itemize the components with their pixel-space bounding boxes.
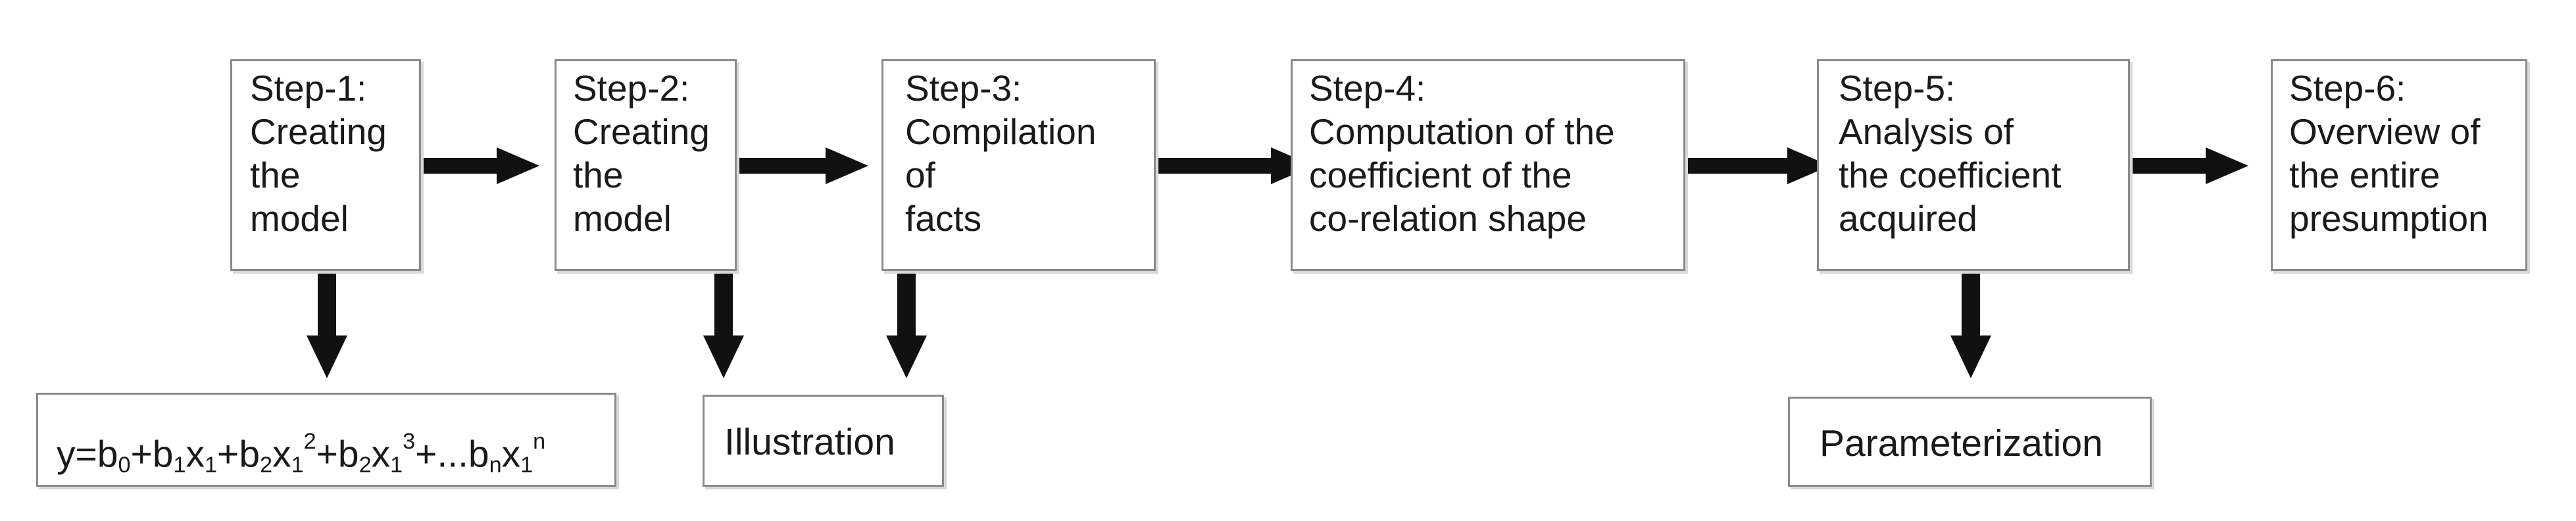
arrow-step5-parameterization: [1950, 273, 1991, 378]
step-6-line: presumption: [2289, 198, 2489, 239]
equation-term: x: [186, 433, 205, 476]
parameterization-label: Parameterization: [1820, 422, 2103, 464]
parameterization-box: Parameterization: [1788, 397, 2152, 487]
step-1-title: Step-1:: [250, 68, 367, 109]
step-6-box: Step-6: Overview of the entire presumpti…: [2271, 59, 2527, 271]
equation-term: +b: [217, 433, 260, 476]
step-5-box: Step-5: Analysis of the coefficient acqu…: [1817, 59, 2130, 271]
step-2-title: Step-2:: [573, 68, 690, 109]
equation-term: x: [371, 433, 391, 476]
step-3-line: Compilation: [905, 111, 1097, 152]
arrow-step2-step3: [737, 147, 868, 184]
step-3-line: of: [905, 155, 935, 195]
equation-subscript: n: [489, 452, 502, 478]
equation-subscript: 2: [260, 452, 273, 478]
step-1-line: model: [250, 198, 349, 239]
arrow-step4-step5: [1685, 147, 1830, 184]
step-4-line: Computation of the: [1309, 111, 1615, 152]
arrow-step2-illustration: [703, 273, 744, 378]
equation-subscript: 1: [520, 452, 533, 478]
step-4-title: Step-4:: [1309, 68, 1426, 109]
equation-superscript: n: [533, 429, 546, 454]
equation-term: +b: [130, 433, 174, 476]
step-5-line: acquired: [1839, 198, 1977, 239]
step-6-title: Step-6:: [2289, 68, 2406, 109]
equation-superscript: 3: [403, 429, 416, 454]
step-4-box: Step-4: Computation of the coefficient o…: [1291, 59, 1685, 271]
arrow-step1-step2: [421, 147, 539, 184]
equation-superscript: 2: [303, 429, 316, 454]
step-3-line: facts: [905, 198, 982, 239]
step-5-line: the coefficient: [1839, 155, 2062, 195]
equation-subscript: 2: [359, 452, 372, 478]
step-1-line: Creating: [250, 111, 387, 152]
equation-subscript: 1: [173, 452, 186, 478]
step-6-line: Overview of: [2289, 111, 2481, 152]
illustration-box: Illustration: [703, 395, 944, 487]
arrow-step3-illustration: [886, 273, 927, 378]
step-5-line: Analysis of: [1839, 111, 2014, 152]
arrow-step5-step6: [2130, 147, 2248, 184]
step-5-title: Step-5:: [1839, 68, 1956, 109]
equation-subscript: 1: [205, 452, 218, 478]
arrow-step3-step4: [1156, 147, 1314, 184]
step-2-line: model: [573, 198, 672, 239]
step-4-line: co-relation shape: [1309, 198, 1587, 239]
step-4-line: coefficient of the: [1309, 155, 1572, 195]
model-equation: y=b0+b1x1+b2x12+b2x13+...bnx1n: [57, 420, 545, 487]
equation-box: y=b0+b1x1+b2x12+b2x13+...bnx1n: [36, 393, 616, 487]
arrow-step1-equation: [307, 273, 347, 378]
equation-term: +...b: [415, 433, 489, 476]
equation-subscript: 1: [390, 452, 403, 478]
equation-subscript: 0: [118, 452, 131, 478]
step-1-box: Step-1: Creating the model: [230, 59, 421, 271]
step-2-line: the: [573, 155, 624, 195]
step-2-box: Step-2: Creating the model: [555, 59, 737, 271]
equation-term: y=b: [57, 433, 118, 476]
step-3-title: Step-3:: [905, 68, 1022, 109]
step-1-line: the: [250, 155, 301, 195]
equation-subscript: 1: [291, 452, 304, 478]
step-2-line: Creating: [573, 111, 710, 152]
step-3-box: Step-3: Compilation of facts: [881, 59, 1156, 271]
equation-term: x: [272, 433, 291, 476]
step-6-line: the entire: [2289, 155, 2440, 195]
equation-term: +b: [316, 433, 359, 476]
equation-term: x: [501, 433, 521, 476]
illustration-label: Illustration: [724, 421, 895, 463]
